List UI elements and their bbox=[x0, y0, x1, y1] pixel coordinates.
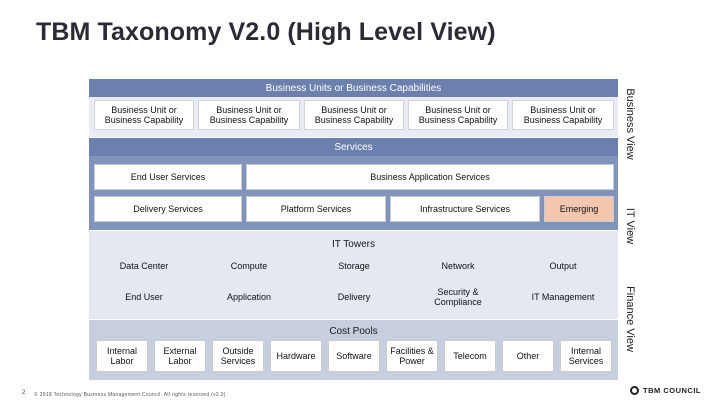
cost-pool-other: Other bbox=[502, 340, 554, 372]
copyright-text: © 2018 Technology Business Management Co… bbox=[34, 392, 226, 398]
page-number: 2 bbox=[22, 390, 26, 396]
tower-end-user: End User bbox=[125, 292, 163, 302]
towers-band bbox=[89, 231, 618, 319]
business-unit-5: Business Unit or Business Capability bbox=[512, 100, 614, 130]
cost-pool-internal-services: Internal Services bbox=[560, 340, 612, 372]
cost-pool-outside-services: Outside Services bbox=[212, 340, 264, 372]
finance-view-label: Finance View bbox=[624, 286, 636, 352]
business-application-services: Business Application Services bbox=[246, 164, 614, 190]
business-header-band bbox=[89, 79, 618, 97]
cost-pool-telecom: Telecom bbox=[444, 340, 496, 372]
services-header-band bbox=[89, 138, 618, 156]
infrastructure-services: Infrastructure Services bbox=[390, 196, 540, 222]
business-view-label: Business View bbox=[624, 88, 636, 160]
tower-output: Output bbox=[549, 261, 577, 271]
business-unit-3: Business Unit or Business Capability bbox=[304, 100, 404, 130]
page-title: TBM Taxonomy V2.0 (High Level View) bbox=[36, 18, 496, 46]
tower-it-management: IT Management bbox=[531, 292, 595, 302]
cost-pool-external-labor: External Labor bbox=[154, 340, 206, 372]
tbm-council-logo: TBM COUNCIL bbox=[630, 386, 701, 395]
business-unit-1: Business Unit or Business Capability bbox=[94, 100, 194, 130]
business-header-label: Business Units or Business Capabilities bbox=[265, 83, 442, 94]
delivery-services: Delivery Services bbox=[94, 196, 242, 222]
cost-pool-hardware: Hardware bbox=[270, 340, 322, 372]
cost-pool-internal-labor: Internal Labor bbox=[96, 340, 148, 372]
cost-pool-facilities-power: Facilities & Power bbox=[386, 340, 438, 372]
services-header-label: Services bbox=[334, 142, 373, 153]
tower-delivery: Delivery bbox=[337, 292, 371, 302]
cost-pools-header-label: Cost Pools bbox=[329, 326, 378, 337]
business-unit-2: Business Unit or Business Capability bbox=[198, 100, 300, 130]
tower-storage: Storage bbox=[338, 261, 370, 271]
tower-compute: Compute bbox=[230, 261, 268, 271]
tower-data-center: Data Center bbox=[119, 261, 169, 271]
it-view-label: IT View bbox=[624, 207, 636, 245]
business-unit-4: Business Unit or Business Capability bbox=[408, 100, 508, 130]
end-user-services: End User Services bbox=[94, 164, 242, 190]
tbm-logo-text: TBM COUNCIL bbox=[643, 386, 701, 395]
tower-network: Network bbox=[441, 261, 475, 271]
tower-application: Application bbox=[226, 292, 272, 302]
towers-header-label: IT Towers bbox=[332, 239, 375, 250]
emerging-services: Emerging bbox=[544, 196, 614, 222]
platform-services: Platform Services bbox=[246, 196, 386, 222]
cost-pool-software: Software bbox=[328, 340, 380, 372]
tower-security-compliance: Security & Compliance bbox=[434, 287, 482, 307]
tbm-logo-icon bbox=[630, 386, 639, 395]
